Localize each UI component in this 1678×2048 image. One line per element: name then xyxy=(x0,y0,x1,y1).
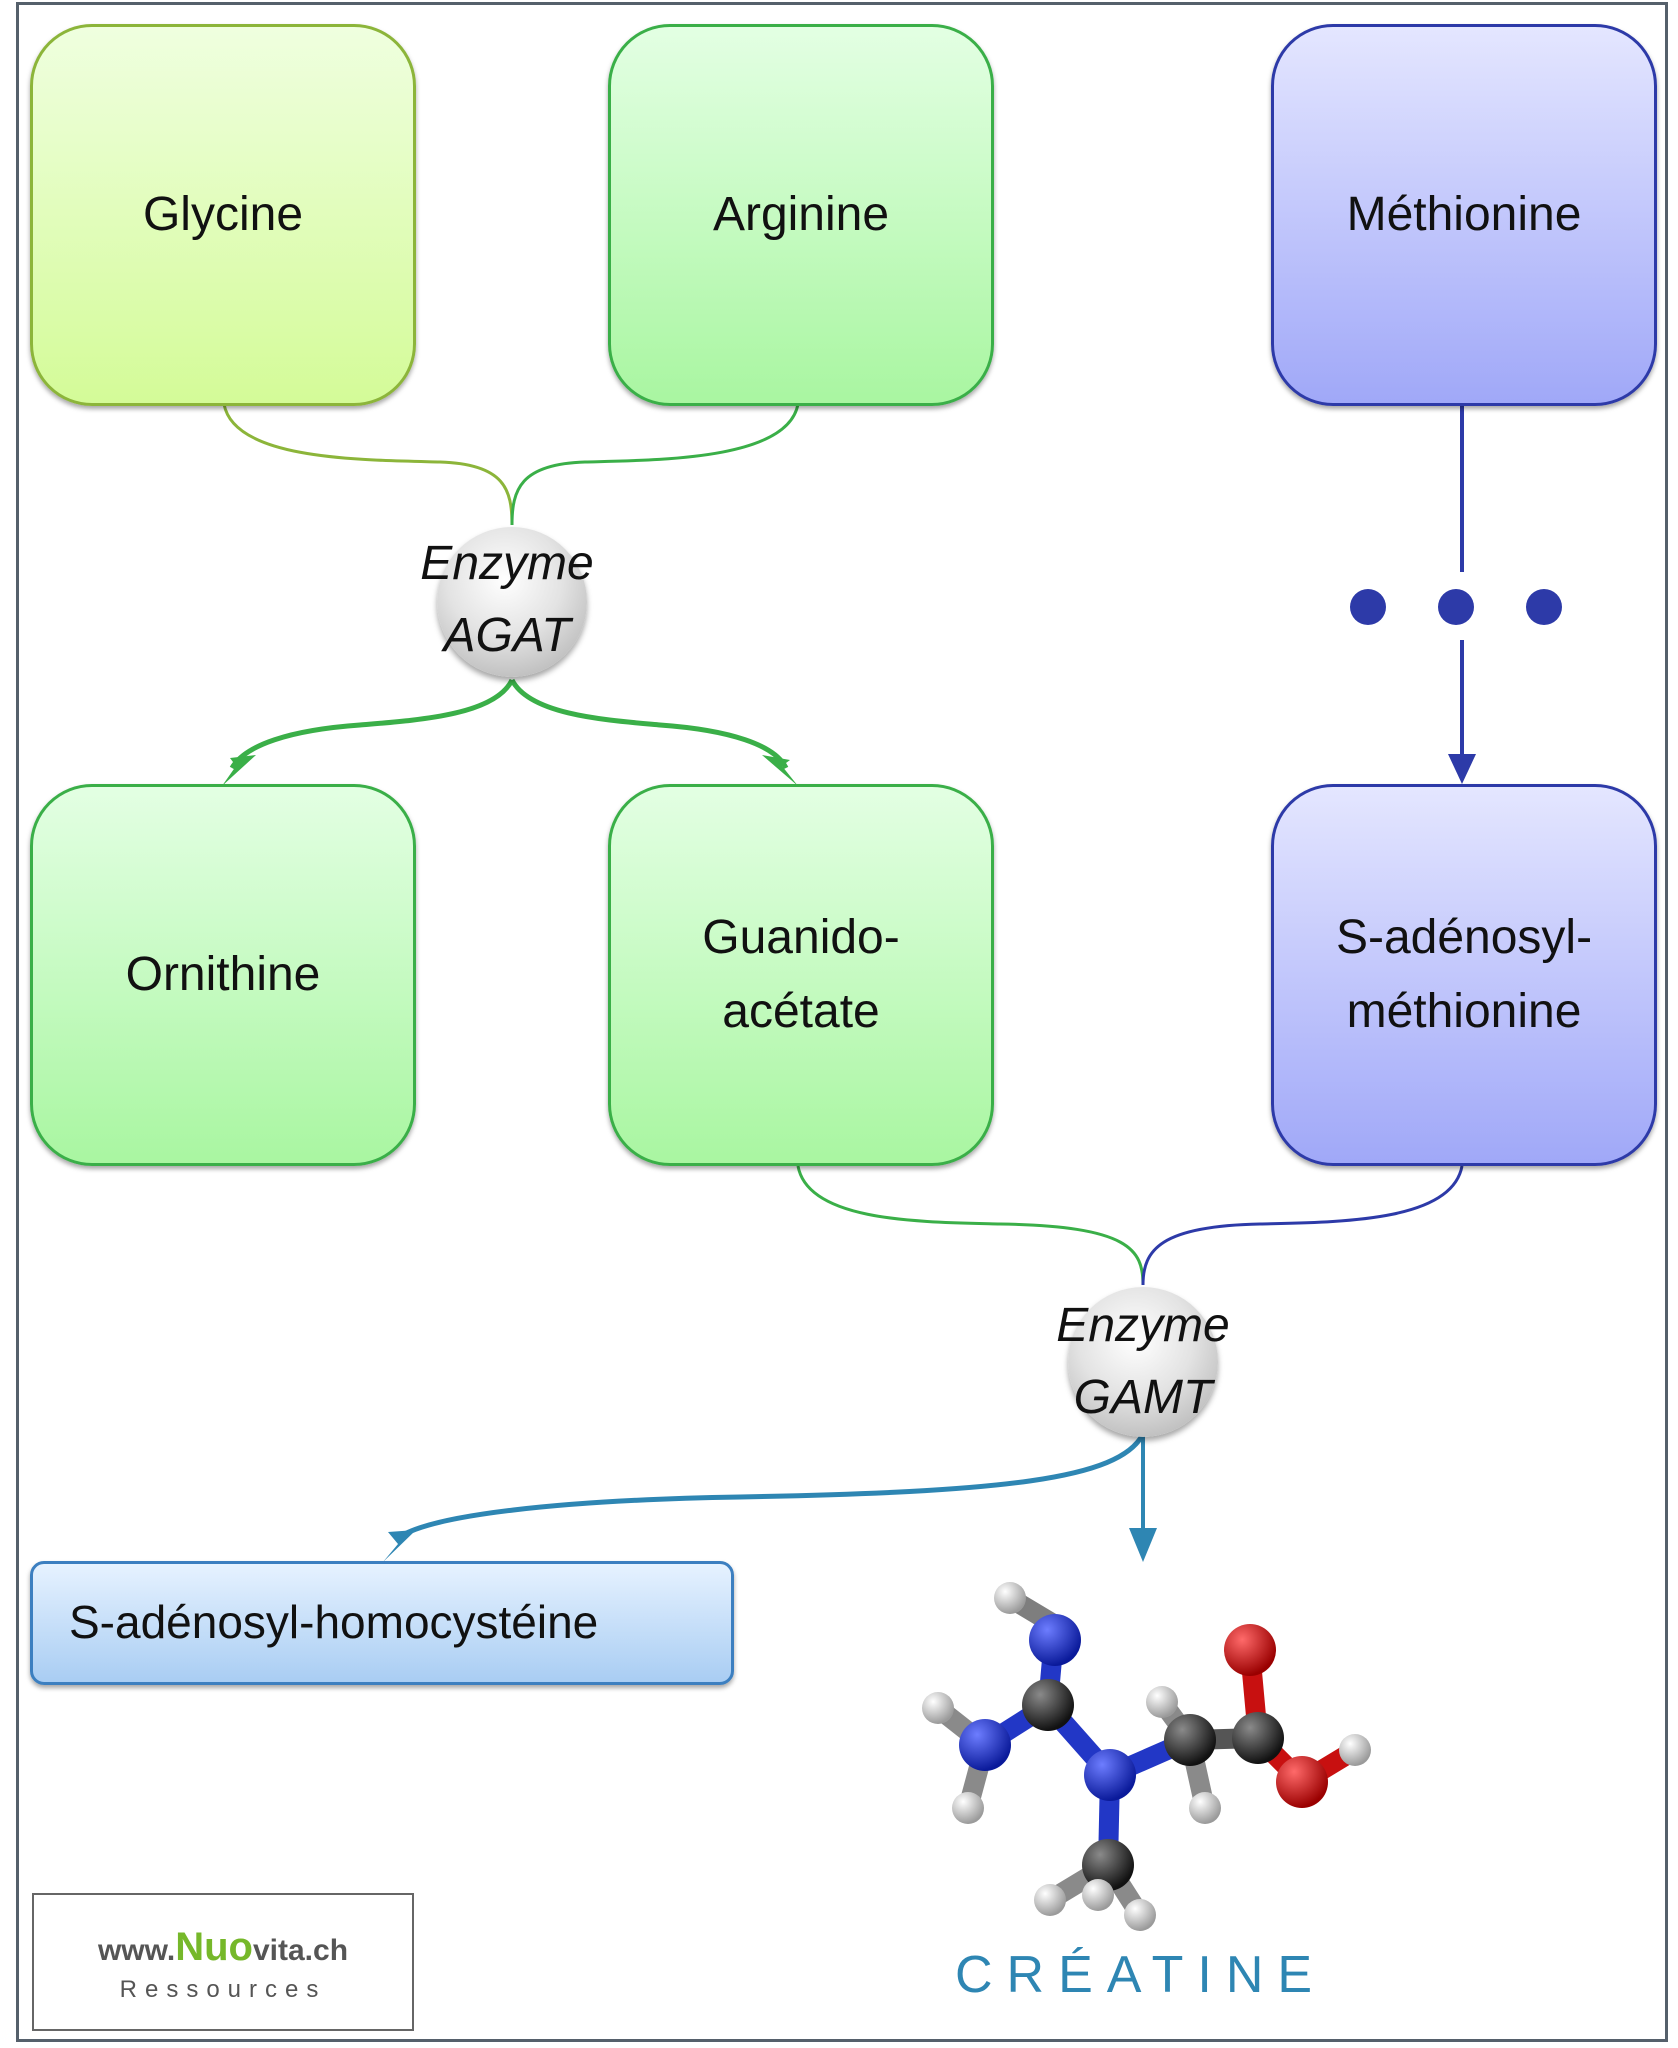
agat-to-guanidoacetate-arrow xyxy=(509,678,789,770)
sam-to-gamt-link xyxy=(1141,1165,1464,1286)
logo-tagline: Ressources xyxy=(119,1976,327,2003)
creatine-molecule-icon xyxy=(922,1582,1371,1931)
ellipsis-dot-1 xyxy=(1350,589,1386,625)
ornithine-arrowhead xyxy=(222,755,256,786)
ellipsis-dot-2 xyxy=(1438,589,1474,625)
nuovita-logo: www.Nuovita.ch Ressources xyxy=(32,1893,414,2031)
sah-label: S-adénosyl-homocystéine xyxy=(69,1596,599,1649)
arginine-to-agat-link xyxy=(510,403,800,526)
arginine-node: Arginine xyxy=(608,24,994,406)
sah-arrowhead xyxy=(383,1530,416,1562)
glycine-label: Glycine xyxy=(142,187,304,241)
guanidoacetate-label: Guanido- acétate xyxy=(702,910,900,1038)
gamt-line2: GAMT xyxy=(1073,1371,1213,1424)
gamt-to-sah-arrow xyxy=(396,1432,1146,1541)
methionine-label: Méthionine xyxy=(1346,187,1582,241)
creatine-label: CRÉATINE xyxy=(955,1946,1327,2004)
agat-enzyme-label: Enzyme AGAT xyxy=(377,528,637,672)
agat-line1: Enzyme xyxy=(420,537,594,590)
gamt-line1: Enzyme xyxy=(1056,1299,1230,1352)
gamt-enzyme-label: Enzyme GAMT xyxy=(1013,1290,1273,1434)
glycine-node: Glycine xyxy=(30,24,416,406)
logo-brand-a: Nuo xyxy=(175,1925,253,1969)
guanidoacetate-node: Guanido- acétate xyxy=(608,784,994,1166)
ornithine-node: Ornithine xyxy=(30,784,416,1166)
logo-url: www.Nuovita.ch xyxy=(34,1925,412,1970)
ornithine-label: Ornithine xyxy=(125,947,321,1001)
sam-label: S-adénosyl- méthionine xyxy=(1335,910,1593,1038)
glycine-to-agat-link xyxy=(222,403,514,526)
creatine-arrowhead xyxy=(1129,1528,1157,1562)
sam-arrowhead xyxy=(1448,754,1476,784)
logo-suffix: .ch xyxy=(304,1934,349,1967)
ellipsis-dot-3 xyxy=(1526,589,1562,625)
logo-brand-b: vita xyxy=(252,1934,305,1967)
guanidoacetate-arrowhead xyxy=(762,755,798,786)
agat-enzyme-ball xyxy=(437,527,587,677)
methionine-node: Méthionine xyxy=(1271,24,1657,406)
diagram-frame xyxy=(16,2,1668,2042)
gamt-enzyme-ball xyxy=(1068,1287,1218,1437)
sah-node: S-adénosyl-homocystéine xyxy=(30,1561,734,1685)
sam-node: S-adénosyl- méthionine xyxy=(1271,784,1657,1166)
arginine-label: Arginine xyxy=(712,187,890,241)
logo-prefix: www. xyxy=(97,1934,176,1967)
agat-line2: AGAT xyxy=(443,609,571,662)
guanidoacetate-to-gamt-link xyxy=(796,1165,1145,1286)
agat-to-ornithine-arrow xyxy=(229,678,515,770)
